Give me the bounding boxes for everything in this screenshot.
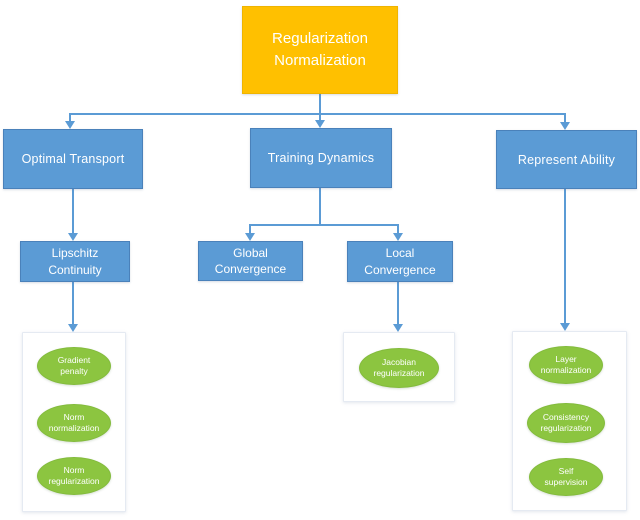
arrowhead-left-container xyxy=(68,324,78,332)
connector-lipschitz-to-leaves xyxy=(72,282,74,325)
node-local-convergence: Local Convergence xyxy=(347,241,453,282)
node-label: Global Convergence xyxy=(214,245,287,276)
leaf-label: Self supervision xyxy=(544,465,588,487)
connector-training-horizontal xyxy=(249,224,399,226)
arrowhead-lipschitz xyxy=(68,233,78,241)
connector-drop-left xyxy=(69,113,71,122)
leaf-label: Consistency regularization xyxy=(540,411,592,433)
node-label: Local Convergence xyxy=(364,246,436,277)
connector-local-to-leaves xyxy=(397,282,399,325)
arrowhead-global-convergence xyxy=(245,233,255,241)
leaf-consistency-regularization: Consistency regularization xyxy=(527,403,605,443)
leaf-label: Norm normalization xyxy=(48,411,100,433)
node-label: Regularization Normalization xyxy=(272,29,368,70)
node-label: Represent Ability xyxy=(517,152,616,167)
node-label: Training Dynamics xyxy=(267,151,375,165)
node-global-convergence: Global Convergence xyxy=(198,241,303,281)
leaf-gradient-penalty: Gradient penalty xyxy=(37,347,111,385)
connector-optimal-to-lipschitz xyxy=(72,189,74,234)
leaf-label: Norm regularization xyxy=(48,464,100,486)
node-label: Lipschitz Continuity xyxy=(48,246,102,277)
connector-root-horizontal xyxy=(69,113,566,115)
leaf-norm-normalization: Norm normalization xyxy=(37,404,111,442)
connector-root-stem xyxy=(319,94,321,115)
connector-drop-right xyxy=(564,113,566,123)
arrowhead-right-container xyxy=(560,323,570,331)
connector-represent-to-leaves xyxy=(564,189,566,324)
node-training-dynamics: Training Dynamics xyxy=(250,128,392,188)
arrowhead-represent-ability xyxy=(560,122,570,130)
node-optimal-transport: Optimal Transport xyxy=(3,129,143,189)
leaf-jacobian-regularization: Jacobian regularization xyxy=(359,348,439,388)
connector-drop-middle xyxy=(319,113,321,121)
leaf-label: Jacobian regularization xyxy=(373,356,425,378)
arrowhead-middle-container xyxy=(393,324,403,332)
leaf-norm-regularization: Norm regularization xyxy=(37,457,111,495)
leaf-label: Gradient penalty xyxy=(57,354,91,376)
node-lipschitz-continuity: Lipschitz Continuity xyxy=(20,241,130,282)
arrowhead-training-dynamics xyxy=(315,120,325,128)
connector-drop-global xyxy=(249,224,251,234)
arrowhead-local-convergence xyxy=(393,233,403,241)
leaf-label: Layer normalization xyxy=(540,353,592,375)
node-regularization-normalization: Regularization Normalization xyxy=(242,6,398,94)
connector-drop-local xyxy=(397,224,399,234)
node-label: Optimal Transport xyxy=(21,152,125,166)
node-represent-ability: Represent Ability xyxy=(496,130,637,189)
leaf-self-supervision: Self supervision xyxy=(529,458,603,496)
connector-training-stem xyxy=(319,188,321,226)
arrowhead-optimal-transport xyxy=(65,121,75,129)
leaf-layer-normalization: Layer normalization xyxy=(529,346,603,384)
